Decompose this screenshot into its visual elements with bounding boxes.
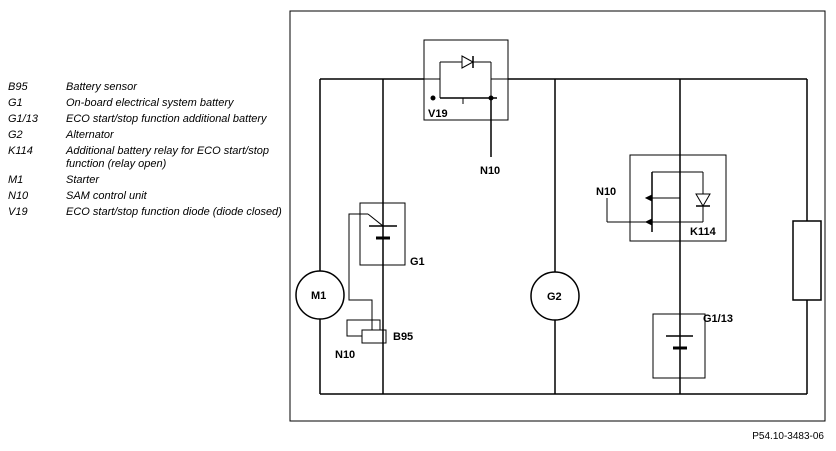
g2-alternator: [530, 271, 580, 321]
v19-box: [423, 39, 509, 121]
g1-13-battery: [652, 313, 706, 379]
legend-desc: On-board electrical system battery: [66, 97, 234, 109]
load-resistor: [792, 220, 822, 301]
legend-desc: Starter: [66, 174, 100, 186]
legend-row-k114: K114 Additional battery relay for ECO st…: [8, 145, 283, 171]
label-b95: B95: [393, 331, 413, 343]
legend-desc: ECO start/stop function additional batte…: [66, 113, 267, 125]
label-k114: K114: [690, 226, 717, 238]
legend-row-g1: G1 On-board electrical system battery: [8, 97, 283, 110]
legend-code: G2: [8, 129, 23, 141]
label-v19: V19: [428, 108, 448, 120]
label-g1-13: G1/13: [703, 313, 733, 325]
m1-starter: [295, 270, 345, 320]
label-g1: G1: [410, 256, 425, 268]
k114-diode-icon: [695, 193, 711, 207]
legend-row-g1-13: G1/13 ECO start/stop function additional…: [8, 113, 283, 126]
b95-sense-wire: [348, 213, 373, 330]
legend-desc: SAM control unit: [66, 190, 147, 202]
legend-code: V19: [8, 206, 28, 218]
legend: B95 Battery sensor G1 On-board electrica…: [8, 81, 283, 222]
g1-battery: [359, 202, 406, 266]
diagram-frame: [289, 10, 826, 422]
legend-code: B95: [8, 81, 28, 93]
legend-desc: Battery sensor: [66, 81, 137, 93]
v19-diode-icon: [461, 55, 475, 69]
label-n10-top: N10: [480, 165, 500, 177]
legend-row-m1: M1 Starter: [8, 174, 283, 187]
legend-code: K114: [8, 145, 33, 157]
legend-row-b95: B95 Battery sensor: [8, 81, 283, 94]
k114-arrow-icon: [644, 194, 653, 202]
k114-box: [629, 154, 727, 242]
document-reference: P54.10-3483-06: [752, 431, 824, 442]
label-n10-bottom: N10: [335, 349, 355, 361]
legend-row-v19: V19 ECO start/stop function diode (diode…: [8, 206, 283, 219]
label-n10-mid: N10: [596, 186, 616, 198]
legend-row-g2: G2 Alternator: [8, 129, 283, 142]
label-m1: M1: [311, 290, 326, 302]
b95-n10-wire: [346, 319, 381, 337]
label-g2: G2: [547, 291, 562, 303]
legend-desc: Alternator: [66, 129, 114, 141]
legend-code: G1/13: [8, 113, 38, 125]
legend-code: M1: [8, 174, 24, 186]
legend-desc: Additional battery relay for ECO start/s…: [66, 145, 269, 170]
legend-code: N10: [8, 190, 29, 202]
legend-desc: ECO start/stop function diode (diode clo…: [66, 206, 282, 218]
legend-row-n10: N10 SAM control unit: [8, 190, 283, 203]
legend-code: G1: [8, 97, 23, 109]
